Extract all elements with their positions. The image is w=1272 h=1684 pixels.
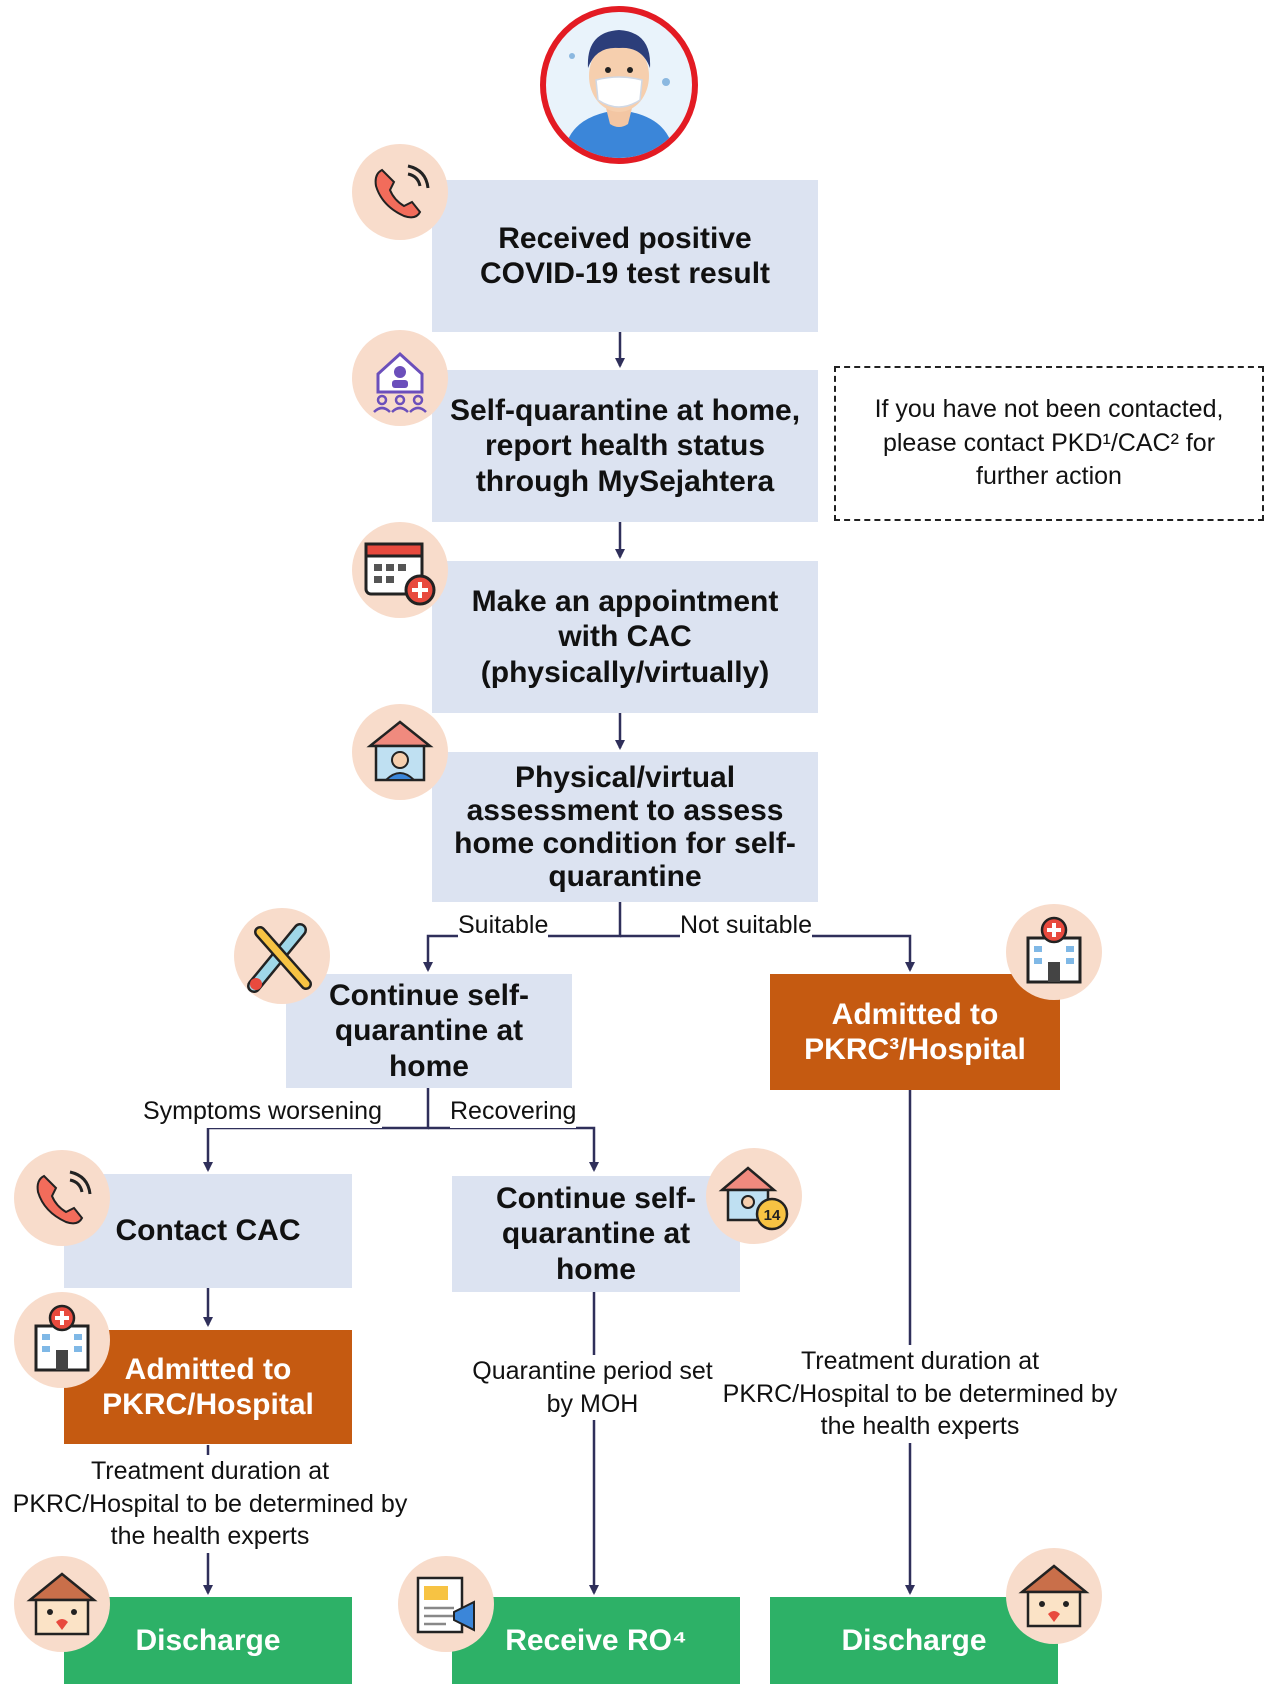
arrow-worsening	[203, 1088, 430, 1172]
phone-icon	[352, 144, 448, 240]
thermometer-icon	[234, 908, 330, 1004]
branch-label-worsening: Symptoms worsening	[143, 1095, 382, 1128]
hospital-icon	[1006, 904, 1102, 1000]
calendar-plus-icon	[352, 522, 448, 618]
hospital-icon	[14, 1292, 110, 1388]
happy-house-icon	[14, 1556, 110, 1652]
step-admitted-pkrc-1: Admitted to PKRC³/Hospital	[770, 974, 1060, 1090]
release-order-icon	[398, 1556, 494, 1652]
branch-label-suitable: Suitable	[458, 909, 549, 942]
step-received-result: Received positive COVID-19 test result	[432, 180, 818, 332]
svg-text:14: 14	[764, 1207, 781, 1224]
home-family-icon	[352, 330, 448, 426]
step-contact-cac: Contact CAC	[64, 1174, 352, 1288]
note-treatment-duration-1: Treatment duration at PKRC/Hospital to b…	[8, 1455, 412, 1553]
step-continue-quarantine-2: Continue self-quarantine at home	[452, 1176, 740, 1292]
note-treatment-duration-2: Treatment duration at PKRC/Hospital to b…	[718, 1345, 1122, 1443]
branch-label-recovering: Recovering	[450, 1095, 577, 1128]
contact-note: If you have not been contacted, please c…	[834, 366, 1264, 521]
step-self-quarantine: Self-quarantine at home, report health s…	[432, 370, 818, 522]
branch-label-not-suitable: Not suitable	[680, 909, 813, 942]
step-assessment: Physical/virtual assessment to assess ho…	[432, 752, 818, 902]
house-14-icon: 14	[706, 1148, 802, 1244]
phone-icon	[14, 1150, 110, 1246]
step-continue-quarantine-1: Continue self-quarantine at home	[286, 974, 572, 1088]
arrow-recovering	[428, 1126, 599, 1172]
step-receive-ro: Receive RO⁴	[452, 1597, 740, 1684]
step-admitted-pkrc-2: Admitted to PKRC/Hospital	[64, 1330, 352, 1444]
masked-person-icon	[540, 6, 698, 164]
step-appointment: Make an appointment with CAC (physically…	[432, 561, 818, 713]
happy-house-icon	[1006, 1548, 1102, 1644]
note-quarantine-period: Quarantine period set by MOH	[470, 1355, 715, 1420]
step-discharge-1: Discharge	[64, 1597, 352, 1684]
house-person-icon	[352, 704, 448, 800]
